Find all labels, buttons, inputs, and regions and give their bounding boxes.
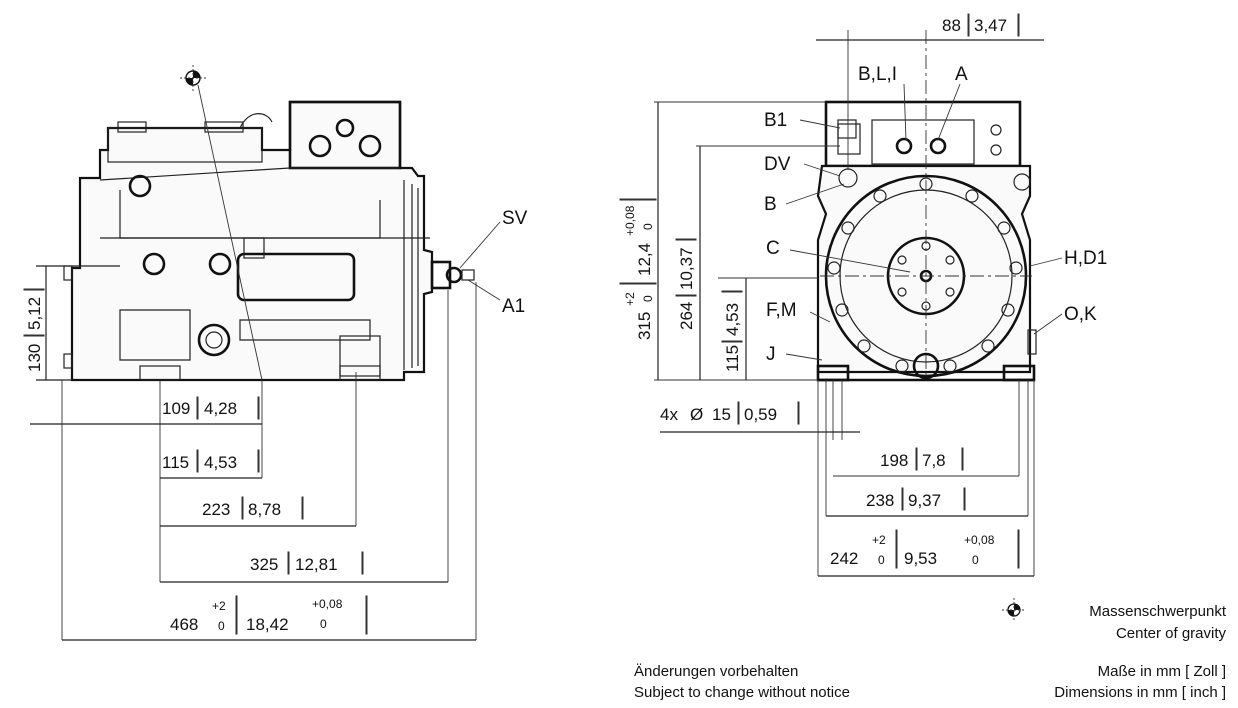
- side-view: SV A1 130 5,12 109 4,28 115 4: [23, 65, 528, 641]
- label-fm: F,M: [766, 300, 797, 321]
- svg-text:10,37: 10,37: [677, 247, 696, 290]
- dim-325: 325 12,81: [250, 551, 364, 575]
- svg-text:109: 109: [162, 399, 190, 418]
- dim-198: 198 7,8: [880, 447, 964, 471]
- cog-label-de: Massenschwerpunkt: [1089, 603, 1227, 620]
- svg-text:0: 0: [641, 295, 655, 302]
- compressor-side-outline: [63, 100, 475, 382]
- svg-text:325: 325: [250, 555, 278, 574]
- label-dv: DV: [764, 154, 791, 175]
- svg-text:9,37: 9,37: [908, 491, 941, 510]
- svg-text:7,8: 7,8: [922, 451, 946, 470]
- change-note-en: Subject to change without notice: [634, 684, 850, 701]
- label-ok: O,K: [1064, 304, 1097, 325]
- cog-label-en: Center of gravity: [1116, 625, 1227, 642]
- svg-text:242: 242: [830, 549, 858, 568]
- svg-text:18,42: 18,42: [246, 615, 289, 634]
- svg-text:+2: +2: [623, 292, 637, 306]
- svg-text:+2: +2: [872, 533, 886, 547]
- center-of-gravity-icon: [180, 65, 206, 91]
- svg-text:+2: +2: [212, 599, 226, 613]
- svg-text:0: 0: [972, 553, 979, 567]
- label-b1: B1: [764, 110, 787, 131]
- svg-text:4,53: 4,53: [723, 303, 742, 336]
- svg-text:12,4: 12,4: [635, 243, 654, 276]
- label-c: C: [766, 238, 780, 259]
- label-bli: B,L,I: [858, 64, 897, 85]
- units-note-en: Dimensions in mm [ inch ]: [1054, 684, 1226, 701]
- dim-88: 88 3,47: [942, 13, 1020, 37]
- label-a: A: [955, 64, 968, 85]
- svg-text:4x: 4x: [660, 405, 678, 424]
- compressor-front-outline: [816, 100, 1037, 382]
- label-j: J: [766, 344, 776, 365]
- label-sv: SV: [502, 208, 528, 229]
- svg-text:115: 115: [723, 345, 742, 372]
- dim-468: 468 +2 0 18,42 +0,08 0: [170, 595, 368, 635]
- center-of-gravity-legend-icon: [1002, 598, 1026, 622]
- dim-223: 223 8,78: [202, 496, 304, 520]
- svg-text:3,47: 3,47: [974, 16, 1007, 35]
- dim-holes: 4x Ø 15 0,59: [660, 401, 800, 425]
- svg-text:+0,08: +0,08: [964, 533, 995, 547]
- svg-text:0,59: 0,59: [744, 405, 777, 424]
- svg-text:9,53: 9,53: [904, 549, 937, 568]
- svg-text:4,28: 4,28: [204, 399, 237, 418]
- label-hd1: H,D1: [1064, 248, 1107, 269]
- front-view: 88 3,47 B,L,I A B1 DV B C F,M J H,D1 O,K: [619, 13, 1107, 577]
- label-b: B: [764, 194, 777, 215]
- svg-text:4,53: 4,53: [204, 453, 237, 472]
- svg-text:8,78: 8,78: [248, 500, 281, 519]
- svg-text:468: 468: [170, 615, 198, 634]
- svg-text:238: 238: [866, 491, 894, 510]
- dim-315: 315 +2 0 12,4 +0,08 0: [619, 198, 657, 340]
- dim-242: 242 +2 0 9,53 +0,08 0: [830, 529, 1020, 569]
- svg-text:Ø: Ø: [690, 405, 703, 424]
- label-a1: A1: [502, 296, 525, 317]
- dim-264: 264 10,37: [675, 238, 697, 330]
- svg-text:0: 0: [218, 619, 225, 633]
- svg-text:223: 223: [202, 500, 230, 519]
- svg-text:+0,08: +0,08: [312, 597, 343, 611]
- dim-side-height: 130 5,12: [23, 288, 45, 372]
- dim-115-front: 115 4,53: [721, 290, 743, 372]
- svg-text:130: 130: [25, 344, 44, 372]
- units-note-de: Maße in mm [ Zoll ]: [1098, 663, 1226, 680]
- svg-text:315: 315: [635, 312, 654, 340]
- svg-text:12,81: 12,81: [295, 555, 338, 574]
- svg-text:5,12: 5,12: [25, 297, 44, 330]
- dim-238: 238 9,37: [866, 487, 966, 511]
- svg-text:15: 15: [712, 405, 731, 424]
- svg-text:0: 0: [320, 617, 327, 631]
- svg-text:264: 264: [677, 302, 696, 330]
- dim-115-side: 115 4,53: [162, 449, 260, 473]
- legend: Massenschwerpunkt Center of gravity Ände…: [634, 598, 1227, 701]
- svg-text:115: 115: [162, 453, 189, 472]
- dim-109: 109 4,28: [162, 396, 260, 420]
- svg-text:88: 88: [942, 16, 961, 35]
- svg-text:0: 0: [641, 223, 655, 230]
- change-note-de: Änderungen vorbehalten: [634, 663, 798, 680]
- svg-text:0: 0: [878, 553, 885, 567]
- svg-text:+0,08: +0,08: [623, 205, 637, 236]
- svg-text:198: 198: [880, 451, 908, 470]
